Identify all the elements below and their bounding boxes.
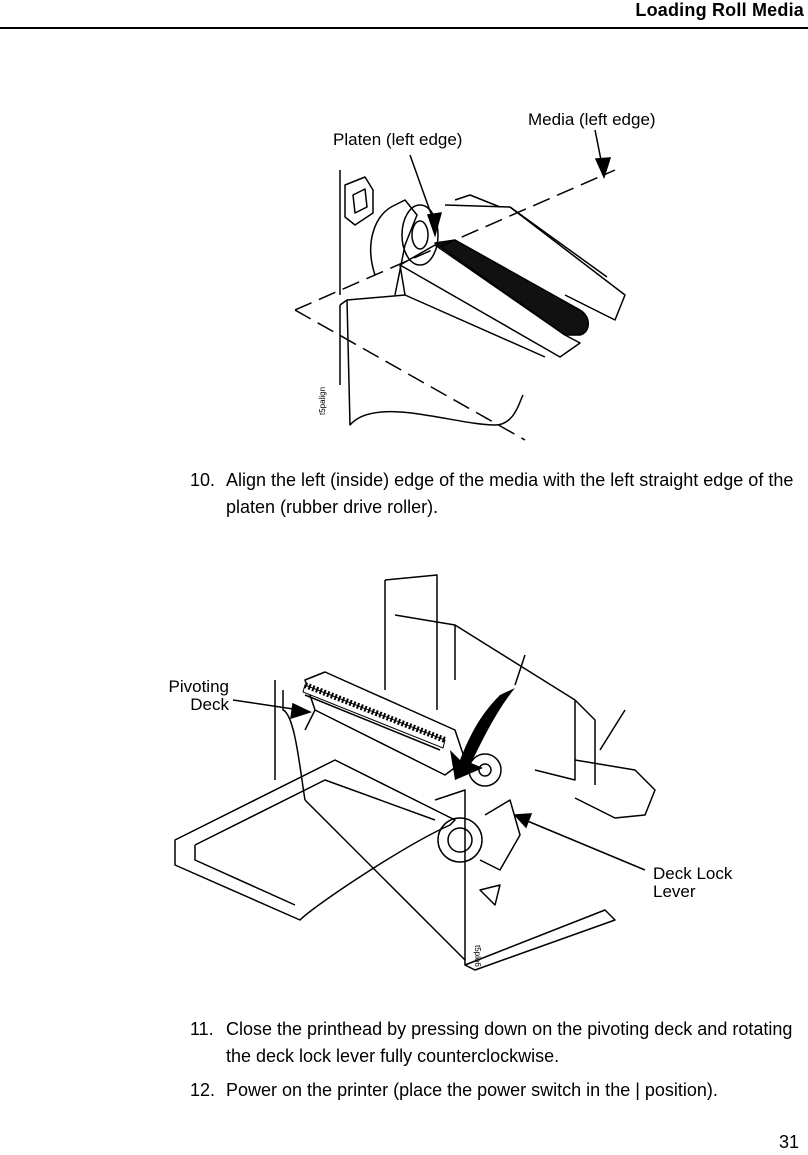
deck-lock-lever-callout-line2: Lever	[653, 882, 696, 901]
deck-lock-lever-callout-line1: Deck Lock	[653, 864, 733, 883]
deck-lock-illustration: t5plo6	[174, 574, 656, 971]
deck-lock-lever-callout: Deck Lock Lever	[653, 865, 732, 901]
figure-code: t5palign	[318, 387, 327, 415]
figure-code: t5plo6	[473, 945, 482, 967]
page-number: 31	[778, 1132, 799, 1152]
pivoting-deck-callout-line2: Deck	[190, 695, 229, 714]
pivoting-deck-callout: Pivoting Deck	[163, 678, 229, 714]
step-text: Align the left (inside) edge of the medi…	[226, 470, 794, 517]
step-text: Power on the printer (place the power sw…	[226, 1080, 718, 1100]
step-10: 10. Align the left (inside) edge of the …	[190, 467, 802, 521]
step-text: Close the printhead by pressing down on …	[226, 1019, 793, 1066]
platen-callout: Platen (left edge)	[333, 130, 463, 149]
header-rule	[0, 27, 808, 29]
step-12: 12. Power on the printer (place the powe…	[190, 1077, 802, 1104]
step-number: 12.	[190, 1080, 216, 1100]
deck-lock-figure: t5plo6	[155, 570, 755, 1000]
pivoting-deck-callout-line1: Pivoting	[168, 677, 229, 696]
page-header-title: Loading Roll Media	[635, 0, 804, 20]
media-callout: Media (left edge)	[528, 110, 656, 129]
step-11: 11. Close the printhead by pressing down…	[190, 1016, 802, 1070]
step-number: 11.	[190, 1019, 214, 1039]
platen-alignment-figure: t5palign	[294, 95, 695, 445]
step-number: 10.	[190, 470, 216, 490]
platen-alignment-illustration: t5palign	[294, 129, 626, 441]
